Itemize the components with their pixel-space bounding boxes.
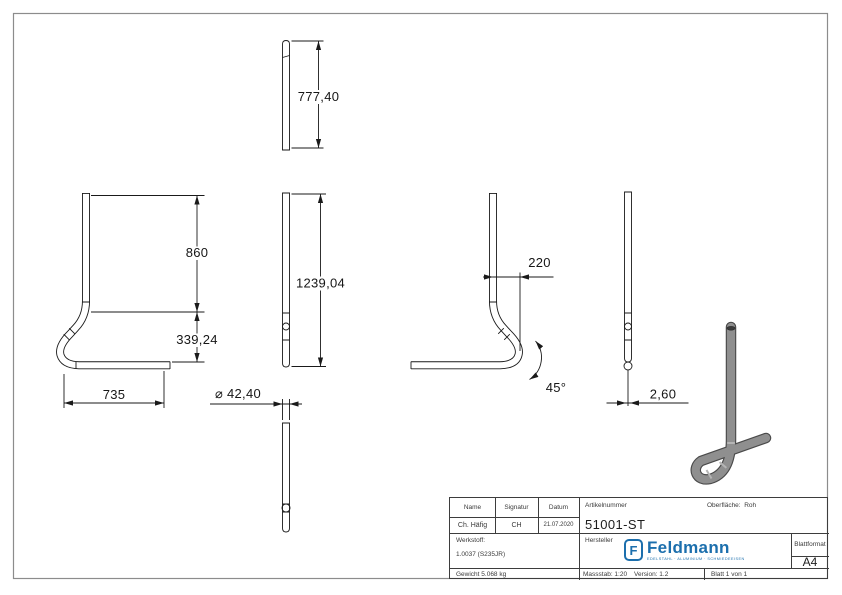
dim-total-length: 1239,04	[296, 276, 345, 291]
divider	[791, 533, 792, 568]
datum-value: 21.07.2020	[543, 522, 574, 528]
sheet-border	[12, 12, 829, 580]
divider	[495, 498, 496, 533]
artikelnummer-label: Artikelnummer	[585, 502, 627, 509]
signatur-value: CH	[511, 521, 522, 529]
view-3d-isometric	[690, 321, 772, 485]
dim-mask	[183, 246, 211, 260]
view-offset-bent	[410, 193, 554, 380]
dim-side-width: 735	[103, 387, 126, 402]
massstab-value: Massstab: 1:20	[583, 570, 628, 578]
divider	[704, 568, 705, 580]
divider	[791, 556, 829, 557]
feldmann-logo-mark: F	[624, 539, 643, 561]
divider	[450, 568, 829, 569]
logo-letter: F	[629, 542, 638, 558]
dim-mask	[176, 333, 218, 347]
divider	[538, 498, 539, 533]
dim-offset: 220	[528, 255, 551, 270]
oberflaeche-label: Oberfläche:	[707, 502, 741, 509]
blattformat-value: A4	[802, 555, 818, 569]
version-value: Version: 1.2	[634, 570, 669, 578]
dim-mask	[295, 90, 342, 104]
oberflaeche: Oberfläche: Roh	[707, 502, 756, 509]
dim-bend-angle: 45°	[546, 380, 567, 395]
dim-wall-thickness: 2,60	[650, 387, 677, 402]
divider	[450, 517, 579, 518]
datum-label: Datum	[548, 504, 569, 511]
werkstoff-label: Werkstoff:	[456, 537, 486, 544]
divider	[450, 533, 829, 534]
name-label: Name	[463, 504, 482, 511]
dim-mask	[294, 276, 347, 291]
feldmann-logo-type: Feldmann EDELSTAHL · ALUMINIUM · SCHMIED…	[647, 539, 745, 561]
logo-tagline: EDELSTAHL · ALUMINIUM · SCHMIEDEEISEN	[647, 557, 745, 561]
feldmann-logo: F Feldmann EDELSTAHL · ALUMINIUM · SCHMI…	[624, 539, 745, 561]
dim-diameter: ⌀ 42,40	[215, 386, 261, 401]
artikelnummer-value: 51001-ST	[585, 517, 646, 532]
divider	[579, 498, 580, 580]
dim-top-length: 777,40	[298, 89, 340, 104]
name-value: Ch. Häfig	[457, 521, 488, 529]
view-diameter	[210, 399, 302, 533]
signatur-label: Signatur	[504, 504, 529, 511]
hersteller-label: Hersteller	[585, 537, 613, 544]
blattformat-label: Blattformat	[794, 541, 826, 548]
logo-wordmark: Feldmann	[647, 538, 730, 557]
view-wall-thickness	[606, 191, 689, 406]
werkstoff-value: 1.0037 (S235JR)	[456, 551, 506, 558]
dim-side-lower-height: 339,24	[176, 332, 218, 347]
dim-side-height: 860	[186, 245, 209, 260]
blatt-value: Blatt 1 von 1	[711, 570, 748, 578]
view-side-bent	[56, 193, 205, 408]
gewicht-value: Gewicht 5.068 kg	[456, 570, 507, 578]
title-block: Name Signatur Datum Artikelnummer Oberfl…	[449, 497, 829, 580]
oberflaeche-value: Roh	[744, 502, 757, 509]
